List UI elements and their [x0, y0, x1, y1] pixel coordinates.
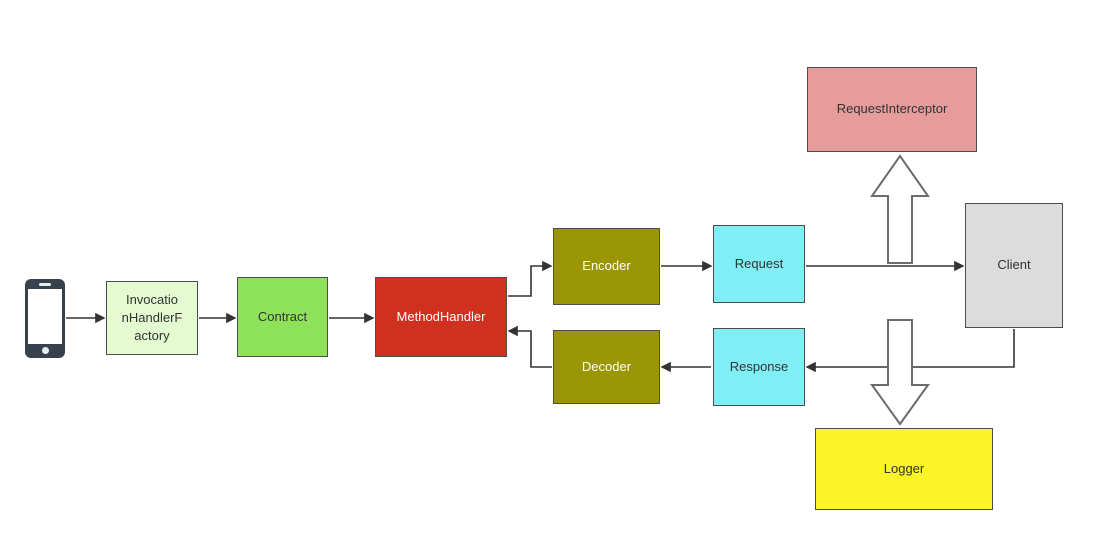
block-arrow-down-client-to-logger [870, 319, 930, 426]
edge-methodhandler-to-encoder [508, 260, 553, 297]
node-invocation-handler-factory: Invocatio nHandlerF actory [106, 281, 198, 355]
node-label: Encoder [582, 258, 631, 274]
smartphone-icon [25, 279, 65, 358]
node-contract: Contract [237, 277, 328, 357]
node-request-interceptor: RequestInterceptor [807, 67, 977, 152]
node-label: Logger [883, 460, 925, 476]
block-arrow-up-client-to-requestinterceptor [870, 154, 930, 264]
node-label: Invocatio nHandlerF actory [121, 291, 183, 344]
node-method-handler: MethodHandler [375, 277, 507, 357]
node-label: RequestInterceptor [836, 101, 948, 117]
edge-client-to-response [805, 329, 1015, 373]
node-client: Client [965, 203, 1063, 328]
phone-speaker [39, 283, 51, 286]
node-label: Request [734, 255, 784, 271]
node-label: Client [997, 257, 1031, 273]
node-logger: Logger [815, 428, 993, 510]
node-decoder: Decoder [553, 330, 660, 404]
phone-screen [28, 289, 62, 344]
node-label: MethodHandler [396, 308, 486, 324]
node-encoder: Encoder [553, 228, 660, 305]
node-label: Decoder [581, 358, 632, 374]
node-response: Response [713, 328, 805, 406]
node-label: Contract [257, 308, 308, 324]
node-label: Response [729, 358, 789, 374]
edge-decoder-to-methodhandler [507, 325, 552, 368]
node-request: Request [713, 225, 805, 303]
phone-home-button [41, 347, 49, 354]
